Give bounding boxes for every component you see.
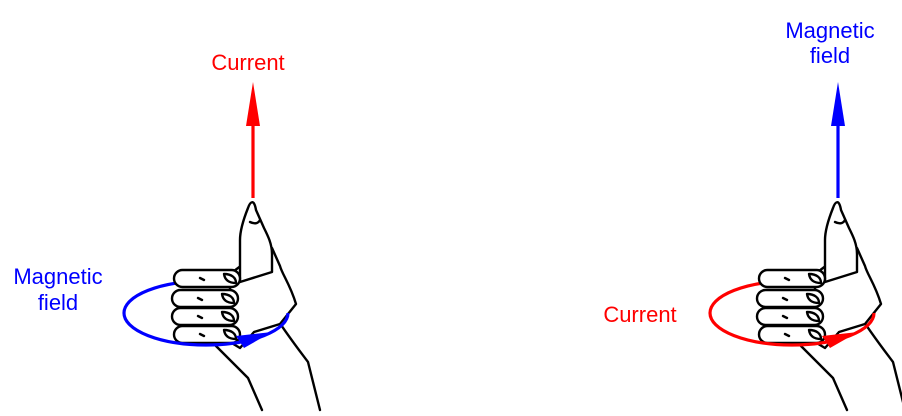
left-field-label-line2: field <box>38 290 78 315</box>
left-panel: Current Magnetic field <box>13 50 320 410</box>
right-field-label-line1: Magnetic <box>785 18 874 43</box>
right-field-label-line2: field <box>810 43 850 68</box>
right-hand <box>757 202 902 410</box>
right-current-label: Current <box>603 302 676 327</box>
left-field-label-line1: Magnetic <box>13 264 102 289</box>
right-field-arrow <box>831 82 845 198</box>
left-hand <box>172 202 320 410</box>
left-current-label: Current <box>211 50 284 75</box>
left-current-arrow <box>246 82 260 198</box>
right-panel: Magnetic field Current <box>603 18 902 410</box>
